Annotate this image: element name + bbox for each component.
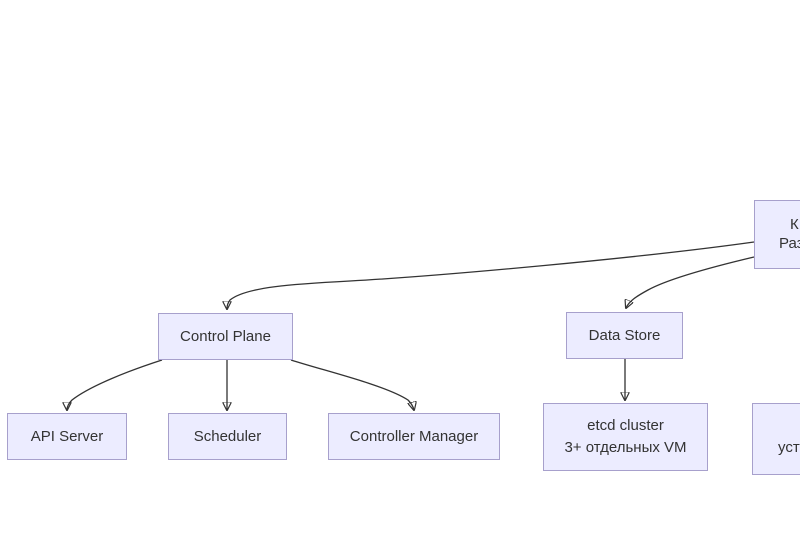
node-etcd-cluster: etcd cluster 3+ отдельных VM [543,403,708,471]
node-install-label-line1: уста [778,439,800,456]
node-scheduler-label: Scheduler [193,427,262,445]
edge-root-to-control-plane [227,241,755,309]
node-root-clipped: К Раз [754,200,800,269]
node-data-store-label: Data Store [588,326,661,344]
node-controller-manager-label: Controller Manager [349,427,479,445]
node-control-plane: Control Plane [158,313,293,360]
node-control-plane-label: Control Plane [180,327,271,345]
edge-root-to-data-store [626,256,755,308]
node-scheduler: Scheduler [168,413,287,460]
node-install-clipped: уста [752,403,800,475]
node-etcd-cluster-label-line1: etcd cluster [587,417,664,434]
node-api-server-label: API Server [30,427,104,445]
node-root-label-line2: Раз [779,235,800,252]
edge-control-plane-to-controller-manager [290,359,414,410]
node-etcd-cluster-label-line2: 3+ отдельных VM [564,439,687,456]
node-root-label-line1: К [790,216,799,233]
edge-control-plane-to-api-server [67,359,163,410]
node-api-server: API Server [7,413,127,460]
node-controller-manager: Controller Manager [328,413,500,460]
node-data-store: Data Store [566,312,683,359]
